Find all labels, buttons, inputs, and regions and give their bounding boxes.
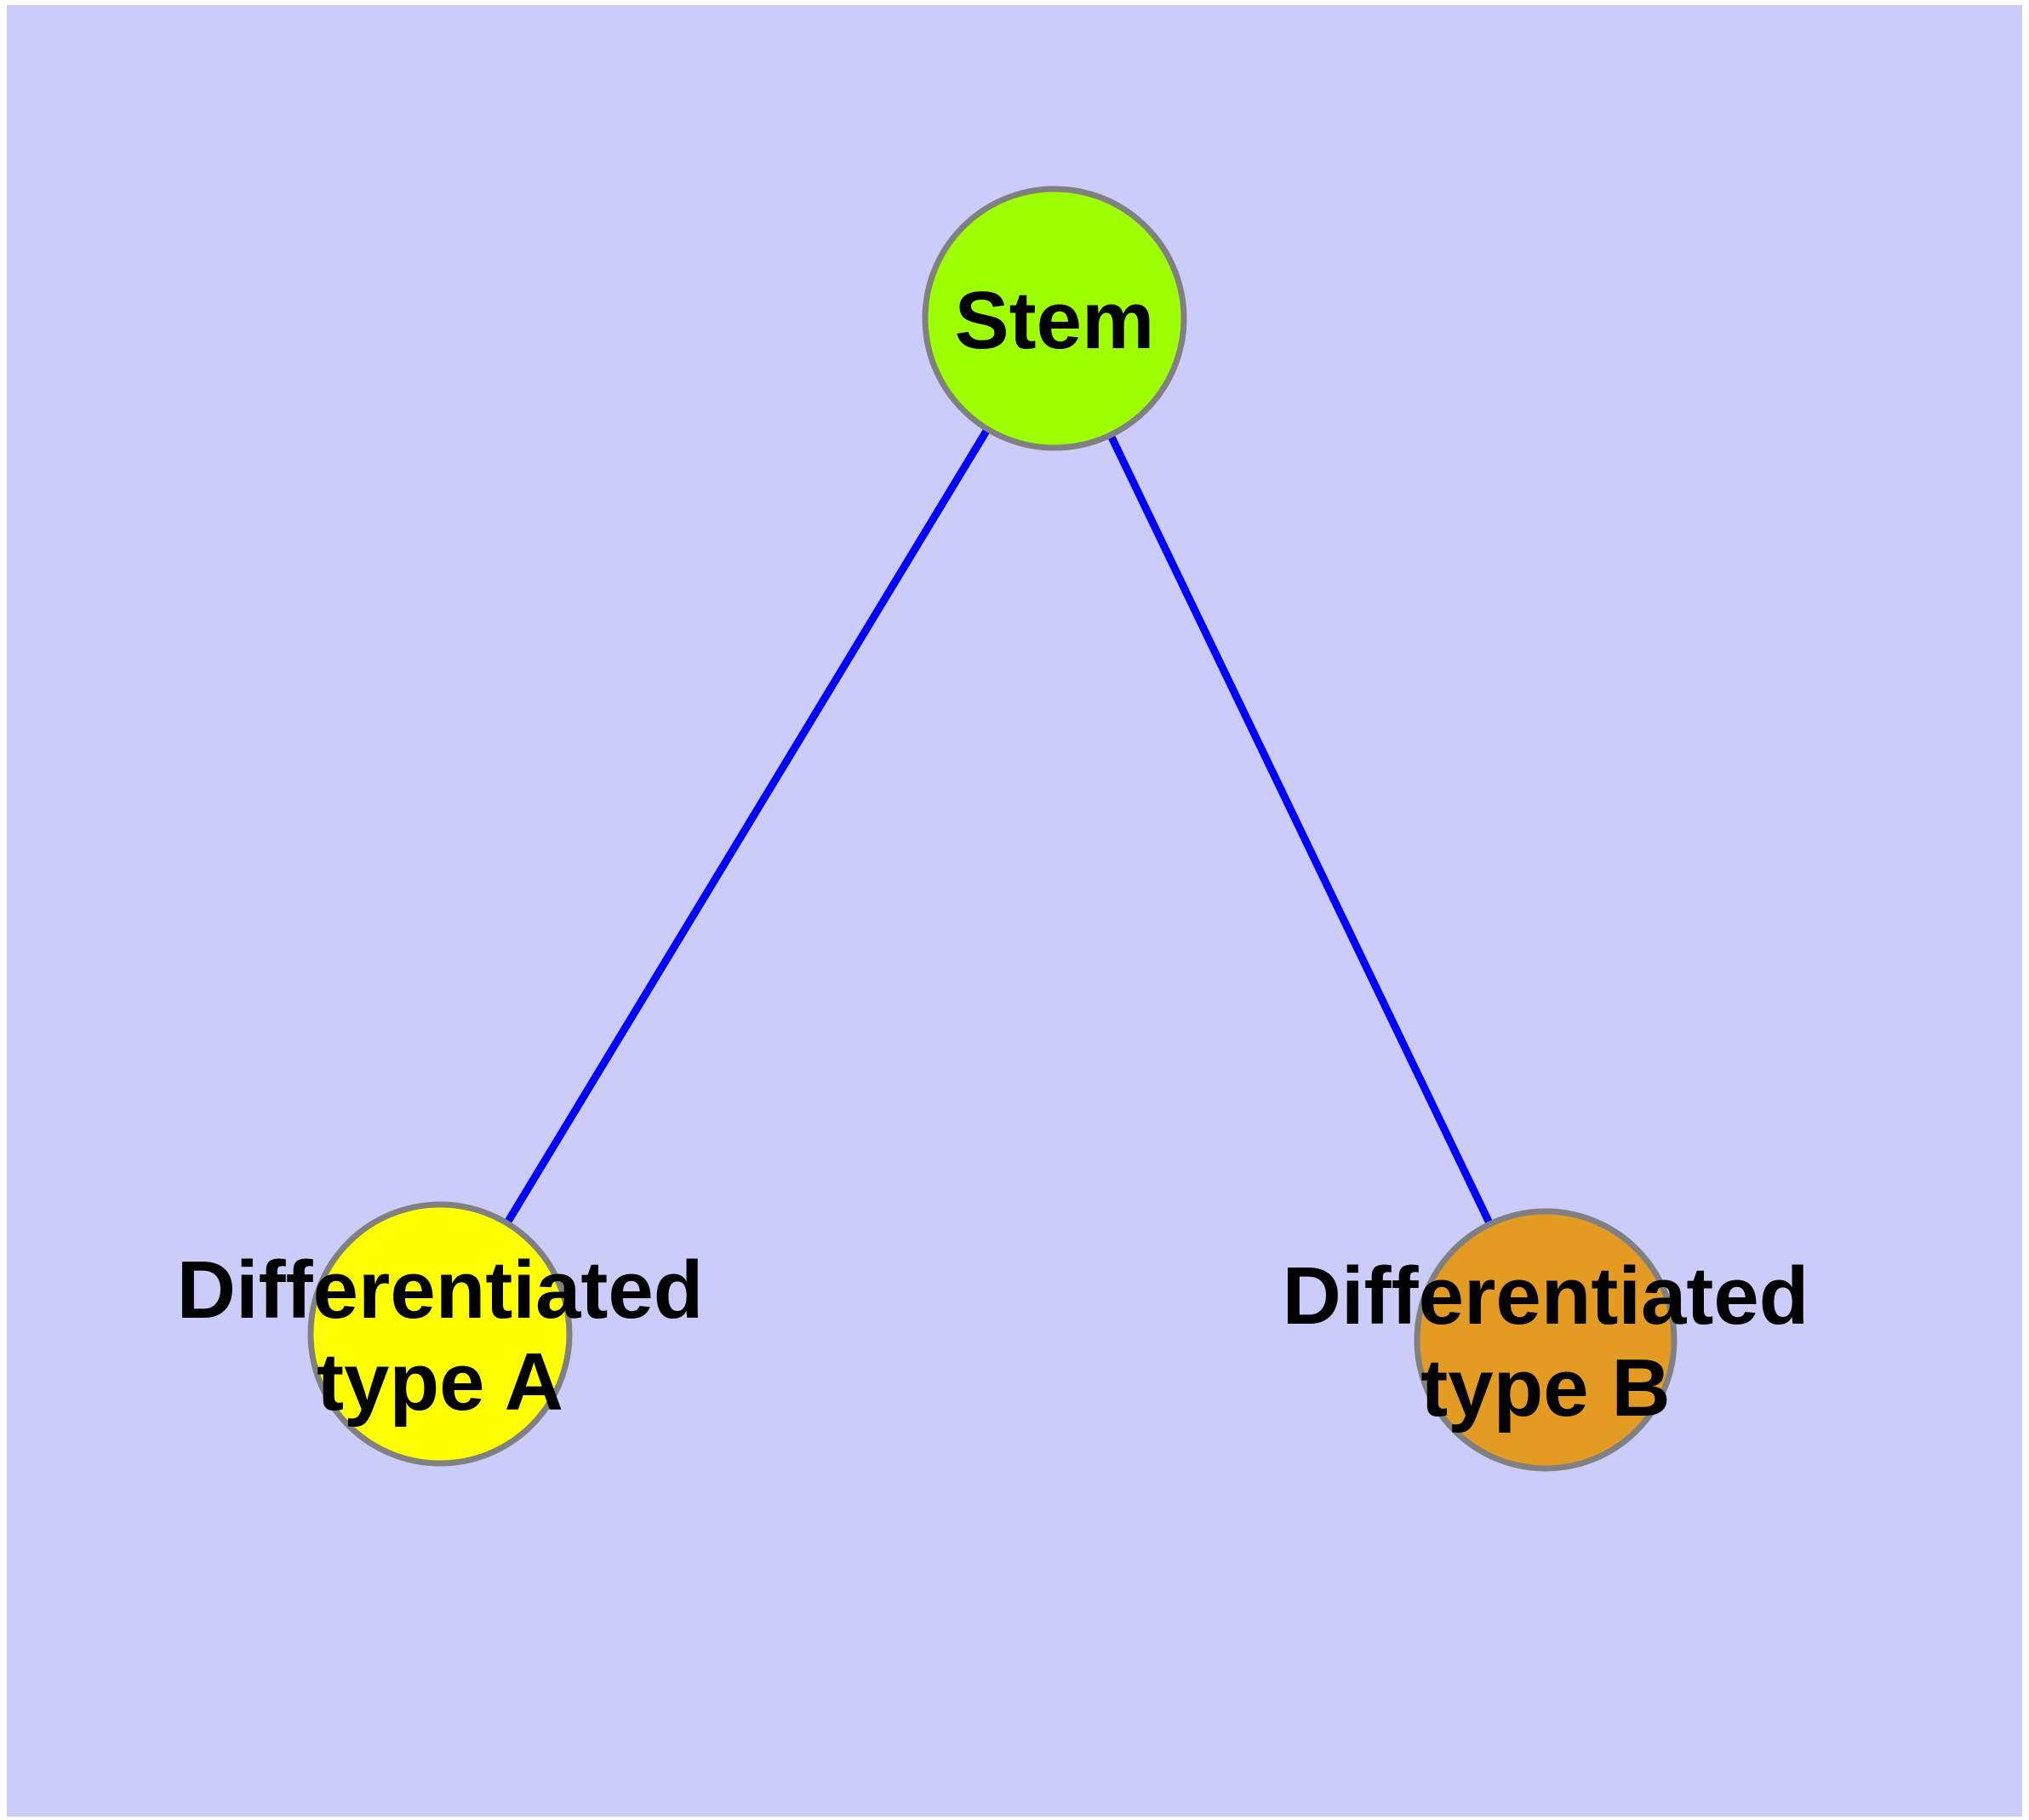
node-label-line: type B: [1420, 1342, 1670, 1434]
edge-stem-to-diff_b[interactable]: [1106, 432, 1495, 1228]
node-diff_a[interactable]: [307, 1201, 573, 1467]
nodes-layer: [307, 186, 1677, 1472]
node-stem[interactable]: [922, 186, 1187, 451]
node-label-line: type A: [317, 1336, 563, 1428]
node-label-stem: Stem: [955, 275, 1155, 366]
edges-layer: [502, 425, 1495, 1228]
node-label-line: Differentiated: [1283, 1251, 1809, 1342]
edge-stem-to-diff_a[interactable]: [502, 425, 992, 1228]
node-label-line: Differentiated: [177, 1245, 704, 1336]
node-diff_b[interactable]: [1414, 1208, 1677, 1472]
node-label-line: Stem: [955, 275, 1155, 366]
